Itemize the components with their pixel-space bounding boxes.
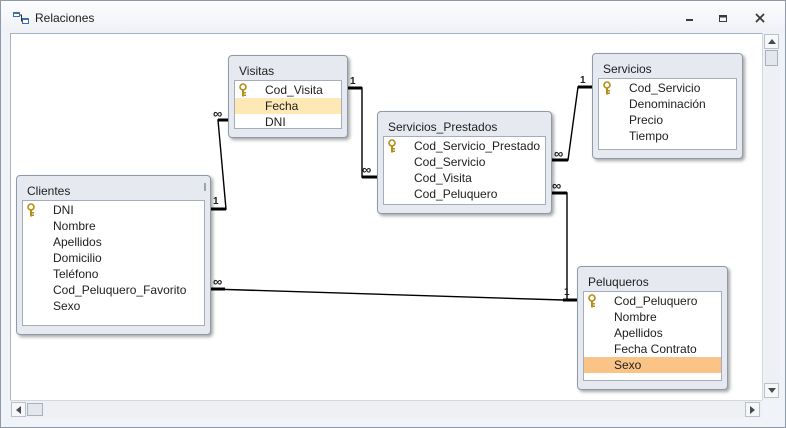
field-row[interactable]: DNI [235,114,341,130]
arrow-down-icon [767,388,776,393]
restore-button[interactable] [710,9,736,27]
scroll-left-button[interactable] [11,402,26,417]
scroll-up-button[interactable] [764,34,779,49]
table-title: Servicios_Prestados [388,120,498,134]
primary-key-icon [387,139,397,153]
field-row[interactable]: Cod_Servicio_Prestado [384,138,545,154]
field-row[interactable]: Cod_Peluquero [584,293,721,309]
cardinality-many-serviciosprestados-peluquero: ∞ [552,178,562,193]
field-row[interactable]: Cod_Peluquero [384,186,545,202]
minimize-icon [686,19,693,21]
field-name: Precio [629,113,664,127]
field-row[interactable]: Tiempo [599,128,736,144]
table-title: Servicios [603,62,652,76]
field-row[interactable]: Apellidos [584,325,721,341]
cardinality-many-serviciosprestados-servicio: ∞ [554,146,564,161]
field-name: Cod_Visita [265,83,323,97]
vertical-scrollbar[interactable] [762,33,780,400]
field-name: Nombre [614,310,657,324]
table-servicios-prestados[interactable]: Servicios_Prestados Cod_Servicio_Prestad… [377,111,552,214]
field-row[interactable]: Precio [599,112,736,128]
primary-key-icon [587,294,597,308]
restore-icon [719,15,727,22]
field-name: Cod_Peluquero [614,294,698,308]
close-button[interactable] [745,9,775,27]
field-name: Domicilio [53,251,102,265]
cardinality-one-servicios: 1 [580,75,586,86]
field-name: Cod_Servicio_Prestado [414,139,541,153]
cardinality-one-peluqueros: 1 [564,287,570,298]
field-row[interactable]: Cod_Peluquero_Favorito [23,282,204,298]
field-name: Tiempo [629,129,669,143]
cardinality-one-visitas: 1 [350,76,356,87]
field-row[interactable]: Fecha [235,98,341,114]
minimize-button[interactable] [677,9,703,27]
arrow-up-icon [767,39,776,44]
field-name: DNI [53,203,74,217]
primary-key-icon [238,83,248,97]
field-name: Cod_Visita [414,171,472,185]
field-name: Apellidos [53,235,102,249]
field-name: Sexo [53,299,81,313]
field-row[interactable]: Domicilio [23,250,204,266]
window-title: Relaciones [35,11,95,25]
cardinality-many-visitas: ∞ [213,106,223,121]
field-row[interactable]: Cod_Visita [235,82,341,98]
horizontal-scroll-thumb[interactable] [27,403,43,416]
field-row[interactable]: Cod_Servicio [599,80,736,96]
primary-key-icon [26,203,36,217]
field-name: DNI [265,115,286,129]
cardinality-many-serviciosprestados-visita: ∞ [362,162,372,177]
field-row[interactable]: Cod_Visita [384,170,545,186]
field-name: Sexo [614,358,642,372]
field-name: Cod_Servicio [414,155,486,169]
field-row[interactable]: Denominación [599,96,736,112]
field-row[interactable]: Fecha Contrato [584,341,721,357]
vertical-scroll-thumb[interactable] [765,50,778,66]
field-row[interactable]: Cod_Servicio [384,154,545,170]
field-name: Fecha [265,99,299,113]
close-icon [755,13,765,23]
cardinality-one-clientes: 1 [213,196,219,207]
primary-key-icon [602,81,612,95]
field-row[interactable]: Apellidos [23,234,204,250]
cardinality-many-clientes: ∞ [213,274,223,289]
field-row[interactable]: Nombre [584,309,721,325]
field-row[interactable]: Sexo [584,357,721,373]
field-name: Cod_Peluquero [414,187,498,201]
field-name: Fecha Contrato [614,342,697,356]
table-title: Peluqueros [588,275,649,289]
field-name: Denominación [629,97,706,111]
field-name: Nombre [53,219,96,233]
scroll-corner [762,400,779,417]
scroll-right-button[interactable] [745,402,760,417]
field-name: Cod_Servicio [629,81,701,95]
field-name: Cod_Peluquero_Favorito [53,283,187,297]
arrow-right-icon [750,405,755,414]
field-row[interactable]: Teléfono [23,266,204,282]
table-title: Visitas [239,64,275,78]
resize-grip[interactable] [204,183,206,191]
horizontal-scrollbar[interactable] [10,400,762,418]
field-name: Teléfono [53,267,99,281]
relationships-icon [13,12,29,24]
arrow-left-icon [16,405,21,414]
field-row[interactable]: DNI [23,202,204,218]
table-title: Clientes [27,184,71,198]
field-row[interactable]: Sexo [23,298,204,314]
title-bar[interactable]: Relaciones [1,1,785,33]
field-row[interactable]: Nombre [23,218,204,234]
field-name: Apellidos [614,326,663,340]
scroll-down-button[interactable] [764,383,779,398]
